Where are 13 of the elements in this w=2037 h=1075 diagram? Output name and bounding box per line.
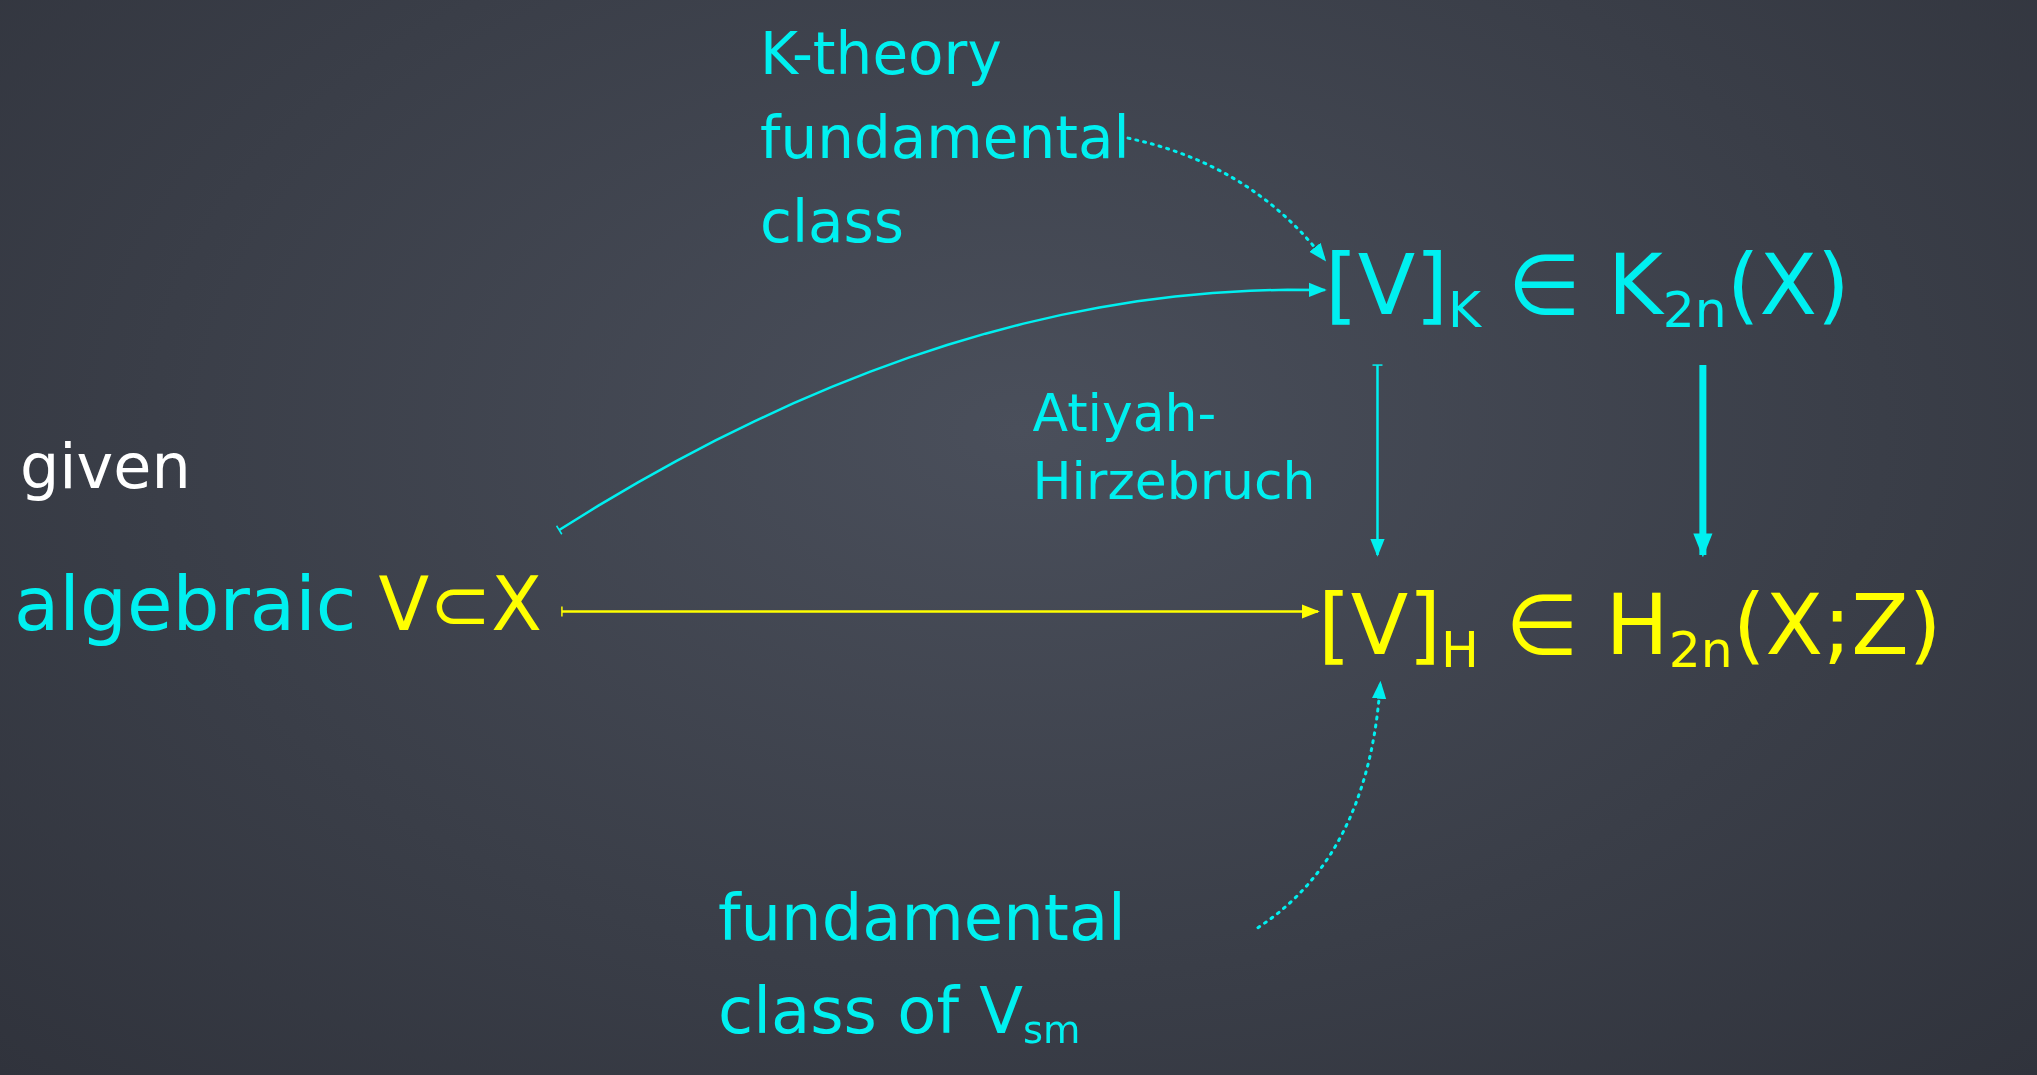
dotted-arrow <box>1256 680 1387 930</box>
note-text: given <box>20 430 191 503</box>
edge-label: Atiyah- Hirzebruch <box>1032 382 1317 513</box>
math-text: V⊂X <box>378 561 542 647</box>
math-label: [V]$_{H}$ ∈ H$_{2n}$(X;Z) <box>1318 555 1942 706</box>
dotted-arrow <box>1126 136 1327 262</box>
maps-to-arrow <box>555 282 1327 535</box>
math-label: [V]$_{K}$ ∈ K$_{2n}$(X) <box>1325 215 1850 366</box>
maps-to-arrow <box>1370 364 1385 557</box>
math-label: K-theory fundamental class <box>760 12 1220 265</box>
term-text: algebraic <box>14 561 357 647</box>
maps-to-arrow <box>561 604 1320 619</box>
math-label: fundamental class of V$_{sm}$ <box>718 872 1258 1058</box>
